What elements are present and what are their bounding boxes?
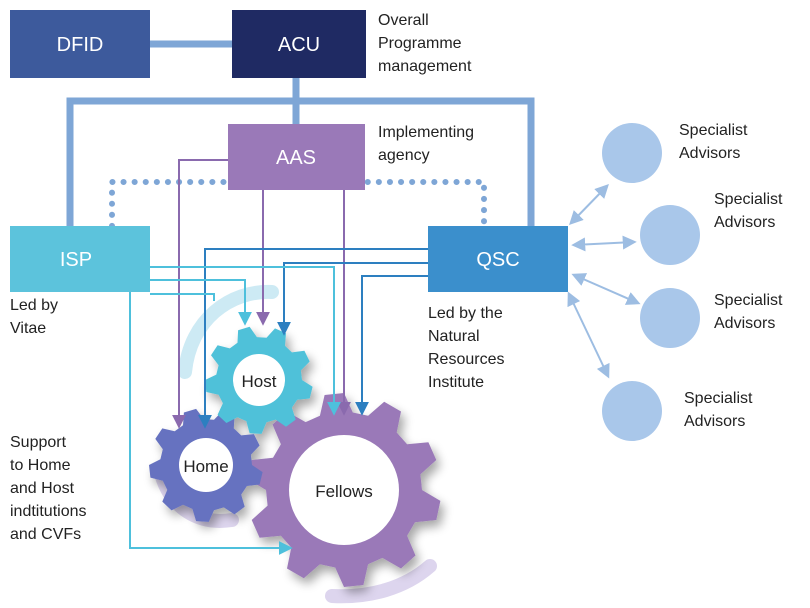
advisor-circle [640, 205, 700, 265]
aas-note: Implementing agency [378, 124, 479, 164]
acu-label: ACU [278, 34, 320, 56]
advisor-connector [569, 183, 609, 226]
advisor-connector [567, 291, 610, 379]
advisor-label-3: Specialist Advisors [714, 292, 787, 332]
advisor-label-line: Advisors [679, 145, 740, 162]
fellows-cycle-arrow [325, 559, 437, 604]
qsc-arrows [198, 248, 428, 429]
qsc-note-line: Institute [428, 374, 484, 391]
support-note-line: and Host [10, 480, 75, 497]
dfid-box: DFID [10, 10, 150, 78]
isp-to-host-arrow [150, 279, 252, 326]
qsc-box: QSC [428, 226, 568, 292]
advisor-circle [602, 123, 662, 183]
home-gear-label: Home [183, 457, 228, 476]
support-note-line: and CVFs [10, 526, 81, 543]
dotted-link [109, 179, 487, 229]
qsc-label: QSC [476, 249, 519, 271]
support-note-line: indtitutions [10, 503, 87, 520]
aas-note-line: agency [378, 147, 430, 164]
advisor-label-line: Specialist [679, 122, 748, 139]
isp-note-line: Led by [10, 297, 58, 314]
advisor-label-4: Specialist Advisors [684, 390, 757, 430]
isp-label: ISP [60, 249, 92, 271]
isp-note-line: Vitae [10, 320, 46, 337]
isp-to-fellows-arrow-upper [150, 293, 215, 301]
advisor-label-line: Specialist [684, 390, 753, 407]
advisor-connector [571, 273, 641, 305]
advisor-connector [571, 235, 637, 252]
advisor-circle [602, 381, 662, 441]
fellows-gear-label: Fellows [315, 482, 373, 501]
isp-arrows [129, 266, 341, 555]
top-frame-connector [66, 97, 535, 228]
aas-label: AAS [276, 147, 316, 169]
aas-note-line: Implementing [378, 124, 474, 141]
qsc-note: Led by the Natural Resources Institute [428, 305, 509, 391]
qsc-note-line: Natural [428, 328, 480, 345]
advisor-label-1: Specialist Advisors [679, 122, 752, 162]
host-gear-label: Host [242, 372, 277, 391]
isp-support-arrow [150, 266, 341, 416]
qsc-to-home-arrow [198, 248, 428, 429]
advisor-circle [640, 288, 700, 348]
qsc-note-line: Led by the [428, 305, 503, 322]
acu-box: ACU [232, 10, 366, 78]
acu-note-line: management [378, 58, 472, 75]
host-cycle-arrow [178, 284, 279, 379]
host-gear-hub [233, 354, 285, 406]
qsc-to-host-arrow [277, 262, 428, 336]
fellows-gear-hub [289, 435, 399, 545]
support-note-line: Support [10, 434, 67, 451]
support-note-line: to Home [10, 457, 71, 474]
support-note: Support to Home and Host indtitutions an… [10, 434, 91, 543]
advisor-label-2: Specialist Advisors [714, 191, 787, 231]
acu-note-line: Overall [378, 12, 429, 29]
advisor-label-line: Advisors [684, 413, 745, 430]
qsc-to-fellows-arrow [355, 275, 428, 416]
isp-note: Led by Vitae [10, 297, 63, 337]
advisor-label-line: Advisors [714, 315, 775, 332]
advisor-label-line: Advisors [714, 214, 775, 231]
aas-box: AAS [228, 124, 365, 190]
isp-box: ISP [10, 226, 150, 292]
advisor-nodes [602, 123, 700, 441]
advisor-label-line: Specialist [714, 191, 783, 208]
isp-to-home-arrow [129, 292, 293, 555]
advisor-connectors [567, 183, 641, 379]
dfid-label: DFID [57, 34, 104, 56]
acu-note: Overall Programme management [378, 12, 472, 75]
connector-lines [66, 40, 535, 228]
home-gear-hub [179, 438, 233, 492]
acu-note-line: Programme [378, 35, 462, 52]
aas-to-home-arrow [172, 159, 245, 429]
advisor-label-line: Specialist [714, 292, 783, 309]
aas-arrows [172, 159, 351, 429]
qsc-note-line: Resources [428, 351, 504, 368]
